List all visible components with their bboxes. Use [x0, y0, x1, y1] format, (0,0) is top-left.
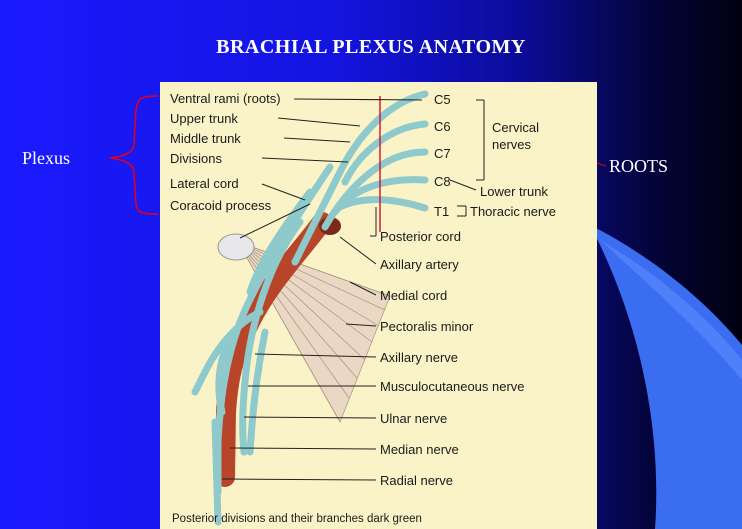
label-radial-nerve: Radial nerve [380, 473, 453, 488]
label-coracoid-process: Coracoid process [170, 198, 272, 213]
label-median-nerve: Median nerve [380, 442, 459, 457]
label-c8: C8 [434, 174, 451, 189]
coracoid-process [218, 234, 254, 260]
label-middle-trunk: Middle trunk [170, 131, 241, 146]
label-c7: C7 [434, 146, 451, 161]
label-axillary-artery: Axillary artery [380, 257, 459, 272]
label-t1: T1 [434, 204, 449, 219]
label-c5: C5 [434, 92, 451, 107]
plexus-bracket [110, 96, 158, 214]
label-upper-trunk: Upper trunk [170, 111, 238, 126]
label-thoracic-nerve: Thoracic nerve [470, 204, 556, 219]
brachial-plexus-diagram: Ventral rami (roots) Upper trunk Middle … [160, 82, 597, 529]
label-pectoralis-minor: Pectoralis minor [380, 319, 474, 334]
label-ulnar-nerve: Ulnar nerve [380, 411, 447, 426]
label-c6: C6 [434, 119, 451, 134]
label-musculocutaneous-nerve: Musculocutaneous nerve [380, 379, 525, 394]
label-nerves: nerves [492, 137, 532, 152]
diagram-panel: Ventral rami (roots) Upper trunk Middle … [160, 82, 597, 529]
label-medial-cord: Medial cord [380, 288, 447, 303]
label-lateral-cord: Lateral cord [170, 176, 239, 191]
label-ventral-rami: Ventral rami (roots) [170, 91, 281, 106]
label-cervical: Cervical [492, 120, 539, 135]
label-posterior-cord: Posterior cord [380, 229, 461, 244]
label-lower-trunk: Lower trunk [480, 184, 548, 199]
label-axillary-nerve: Axillary nerve [380, 350, 458, 365]
label-divisions: Divisions [170, 151, 223, 166]
diagram-caption: Posterior divisions and their branches d… [172, 513, 422, 525]
